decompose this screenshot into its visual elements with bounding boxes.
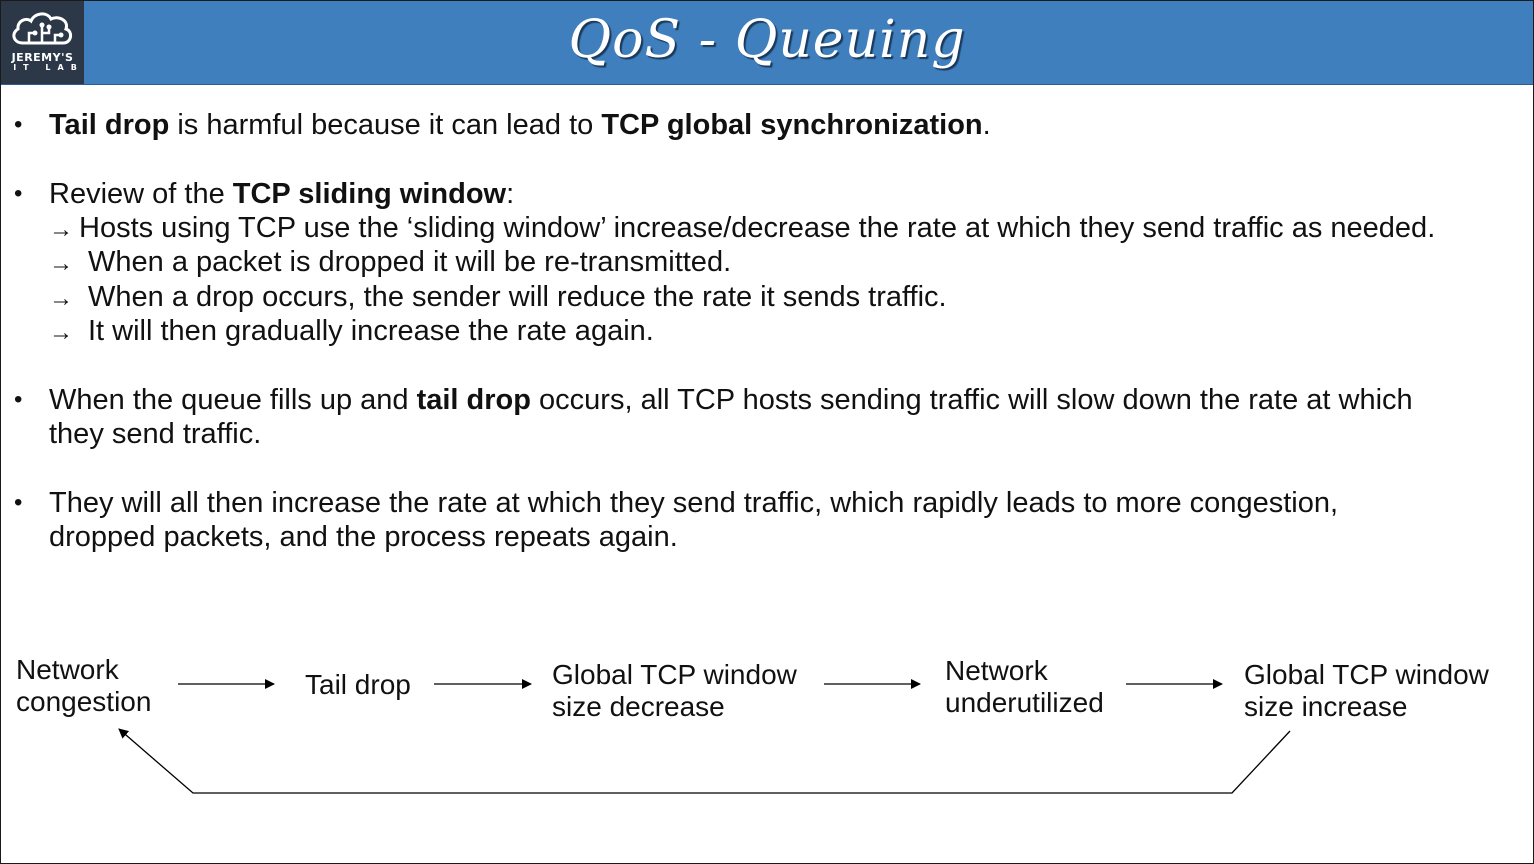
slide-title: QoS - Queuing	[568, 10, 966, 70]
node-text-line: Network	[16, 654, 119, 685]
bullet-3-bold: tail drop	[416, 384, 531, 416]
bullet-2-text-1: Review of the	[49, 178, 233, 210]
sub-bullet-text: When a packet is dropped it will be re-t…	[88, 246, 732, 278]
right-arrow-icon: →	[49, 319, 73, 346]
node-text-line: Global TCP window	[1244, 659, 1489, 690]
node-text-line: size increase	[1244, 691, 1408, 722]
right-arrow-icon: →	[49, 285, 73, 312]
bullet-3-line-2: they send traffic.	[49, 418, 262, 450]
bullet-1-text-2: .	[982, 109, 991, 141]
bullet-marker: •	[14, 489, 23, 516]
bullet-4-line-1: They will all then increase the rate at …	[49, 487, 1339, 519]
sub-bullet: →Hosts using TCP use the ‘sliding window…	[49, 211, 1435, 248]
bullet-marker: •	[14, 180, 23, 207]
sub-bullet: → It will then gradually increase the rat…	[49, 314, 654, 351]
title-bar	[1, 1, 1533, 85]
bullet-marker: •	[14, 386, 23, 413]
node-text-line: congestion	[16, 686, 152, 717]
node-network-underutilized: Network underutilized	[945, 655, 1104, 719]
node-network-congestion: Network congestion	[16, 654, 151, 718]
sub-bullet-text: Hosts using TCP use the ‘sliding window’…	[79, 212, 1436, 244]
bullet-1-bold-2: TCP global synchronization	[601, 109, 983, 141]
node-window-decrease: Global TCP window size decrease	[552, 659, 797, 723]
bullet-marker: •	[14, 111, 23, 138]
bullet-3-text-2: occurs, all TCP hosts sending traffic wi…	[530, 384, 1413, 416]
sub-bullet-text: It will then gradually increase the rate…	[88, 315, 654, 347]
right-arrow-icon: →	[49, 216, 73, 243]
right-arrow-icon: →	[49, 250, 73, 277]
bullet-1: Tail drop is harmful because it can lead…	[49, 108, 991, 143]
bullet-2-text-2: :	[506, 178, 515, 210]
bullet-3: When the queue fills up and tail drop oc…	[49, 383, 1413, 418]
arrow-loop-back	[118, 728, 1291, 794]
sub-bullet-text: When a drop occurs, the sender will redu…	[88, 281, 947, 313]
logo-text-line2: IT LAB	[13, 63, 84, 72]
sub-bullet: → When a drop occurs, the sender will red…	[49, 280, 947, 317]
node-text-line: underutilized	[945, 687, 1104, 718]
sub-bullet: → When a packet is dropped it will be re-…	[49, 245, 731, 282]
node-tail-drop: Tail drop	[305, 669, 411, 700]
bullet-2: Review of the TCP sliding window:	[49, 177, 514, 212]
logo-text-line1: JEREMY'S	[11, 51, 74, 64]
bullet-3-text-1: When the queue fills up and	[49, 384, 417, 416]
node-text-line: Global TCP window	[552, 659, 797, 690]
bullet-4-line-2: dropped packets, and the process repeats…	[49, 521, 678, 553]
cloud-circuit-icon	[12, 12, 72, 45]
node-window-increase: Global TCP window size increase	[1244, 659, 1489, 723]
bullet-1-text-1: is harmful because it can lead to	[169, 109, 602, 141]
logo: JEREMY'S IT LAB	[1, 1, 84, 84]
node-text-line: size decrease	[552, 691, 725, 722]
node-text-line: Network	[945, 655, 1048, 686]
bullet-2-bold: TCP sliding window	[232, 178, 507, 210]
bullet-1-bold-1: Tail drop	[49, 109, 170, 141]
